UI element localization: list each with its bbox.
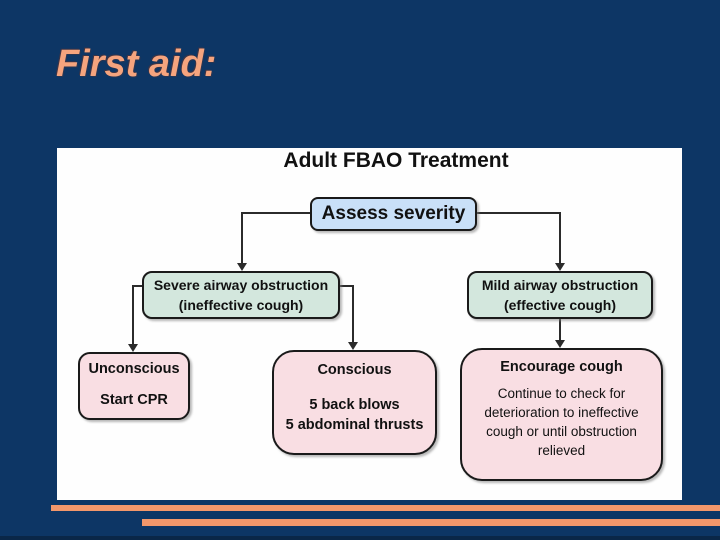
node-severe-line-2: (ineffective cough): [178, 297, 304, 313]
node-mild-line-1: Mild airway obstruction: [481, 277, 639, 293]
node-encourage-line-4: relieved: [537, 443, 586, 458]
node-assess-severity: Assess severity: [310, 197, 477, 231]
arrowhead-to-encourage: [555, 340, 565, 348]
node-encourage-line-1: Continue to check for: [497, 386, 626, 401]
connector-assess-left-vertical: [241, 212, 243, 264]
node-assess-label: Assess severity: [321, 203, 466, 224]
connector-severe-left-horizontal: [133, 285, 144, 287]
connector-severe-left-vertical: [132, 285, 134, 345]
flowchart-title: Adult FBAO Treatment: [283, 149, 509, 172]
node-unconscious: Unconscious Start CPR: [78, 352, 190, 420]
node-conscious: Conscious 5 back blows 5 abdominal thrus…: [272, 350, 437, 455]
node-severe-line-1: Severe airway obstruction: [153, 277, 329, 293]
node-severe-obstruction: Severe airway obstruction (ineffective c…: [142, 271, 340, 319]
connector-assess-right-horizontal: [477, 212, 560, 214]
node-encourage-title: Encourage cough: [500, 359, 623, 375]
arrowhead-to-mild: [555, 263, 565, 271]
node-unconscious-line-1: Unconscious: [88, 361, 180, 377]
arrowhead-to-severe: [237, 263, 247, 271]
node-conscious-line-1: 5 back blows: [309, 397, 400, 413]
connector-mild-vertical: [559, 318, 561, 341]
node-encourage-line-2: deterioration to ineffective: [484, 405, 639, 420]
bottom-edge-band: [0, 536, 720, 540]
node-conscious-title: Conscious: [317, 362, 392, 378]
slide-title: First aid:: [56, 43, 217, 85]
node-mild-line-2: (effective cough): [503, 297, 616, 313]
node-mild-obstruction: Mild airway obstruction (effective cough…: [467, 271, 653, 319]
accent-stripe-bottom: [142, 519, 720, 526]
connector-severe-right-horizontal: [339, 285, 354, 287]
arrowhead-to-unconscious: [128, 344, 138, 352]
node-unconscious-line-2: Start CPR: [100, 392, 168, 408]
connector-assess-left-horizontal: [242, 212, 310, 214]
node-encourage-cough: Encourage cough Continue to check for de…: [460, 348, 663, 481]
arrowhead-to-conscious: [348, 342, 358, 350]
accent-stripe-top: [51, 505, 720, 511]
connector-assess-right-vertical: [559, 212, 561, 264]
connector-severe-right-vertical: [352, 285, 354, 343]
node-encourage-line-3: cough or until obstruction: [486, 424, 637, 439]
node-conscious-line-2: 5 abdominal thrusts: [285, 417, 424, 433]
